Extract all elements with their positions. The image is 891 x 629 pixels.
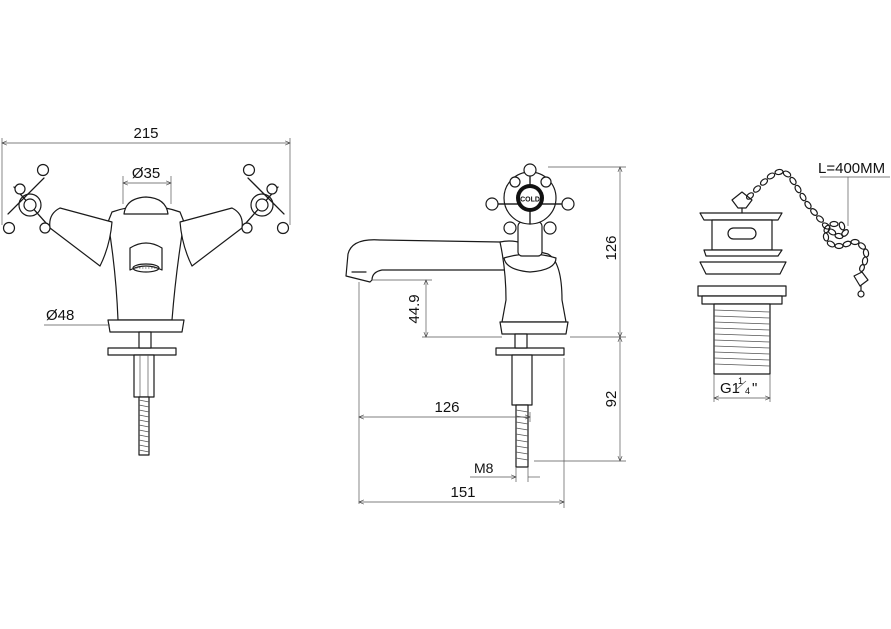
overall-width-label: 215 xyxy=(133,125,158,142)
spout-reach-label: 126 xyxy=(434,399,459,416)
waste-view: L=400MM G1 1 4 " xyxy=(697,160,890,402)
waste-thread-label: G1 1 4 " xyxy=(720,376,757,397)
waste-chain xyxy=(745,168,870,272)
svg-text:4: 4 xyxy=(745,386,750,396)
svg-text:1: 1 xyxy=(738,376,743,386)
height-126-label: 126 xyxy=(603,235,620,260)
right-cross-handle xyxy=(241,163,290,235)
mounting-washer-side xyxy=(495,347,565,356)
base-diameter-label: Ø48 xyxy=(46,307,74,324)
top-diameter-label: Ø35 xyxy=(132,165,160,182)
chain-length-label: L=400MM xyxy=(818,160,885,177)
side-view: COLD 126 92 44.9 126 M8 xyxy=(345,163,626,508)
spout-outlet xyxy=(129,242,163,271)
svg-text:G1: G1 xyxy=(720,380,740,397)
left-arm xyxy=(49,207,113,267)
mounting-nut-side xyxy=(511,354,533,406)
overall-length-label: 151 xyxy=(450,484,475,501)
spout-side xyxy=(345,239,513,283)
spout-height-label: 44.9 xyxy=(406,294,423,323)
left-cross-handle xyxy=(2,163,51,235)
tail-length-label: 92 xyxy=(603,391,620,408)
waste-threaded-body xyxy=(713,303,771,375)
thread-size-label: M8 xyxy=(474,460,494,476)
cross-handle-side: COLD xyxy=(485,163,575,257)
svg-text:": " xyxy=(752,380,757,397)
handle-cold-label: COLD xyxy=(520,197,540,204)
right-arm xyxy=(179,207,243,267)
mounting-nut-front xyxy=(133,354,155,398)
front-view: 215 Ø35 xyxy=(2,125,290,456)
mounting-washer-front xyxy=(107,347,177,356)
